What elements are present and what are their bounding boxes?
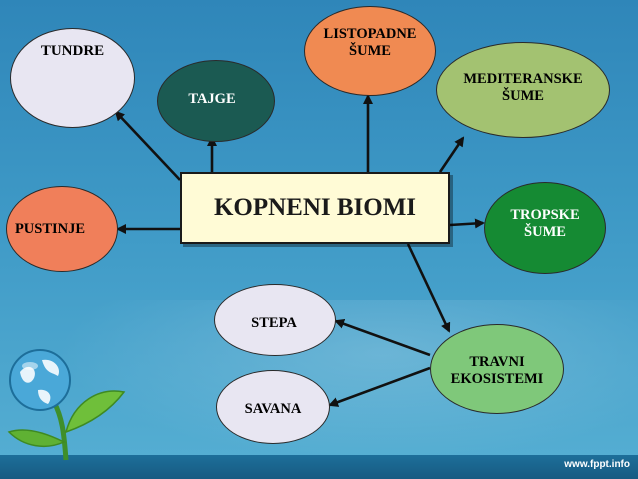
biome-node-tundre: TUNDRE bbox=[10, 28, 135, 128]
biome-node-stepa: STEPA bbox=[214, 284, 336, 356]
biome-label-tropske: TROPSKE ŠUME bbox=[510, 207, 580, 240]
central-topic-box: KOPNENI BIOMI bbox=[180, 172, 450, 244]
biome-node-mediteranske: MEDITERANSKE ŠUME bbox=[436, 42, 610, 138]
biome-label-stepa: STEPA bbox=[251, 314, 297, 331]
biome-label-mediteranske: MEDITERANSKE ŠUME bbox=[463, 71, 583, 104]
arrow-to-mediteranske bbox=[438, 136, 465, 173]
arrow-to-savana bbox=[328, 366, 431, 407]
biome-node-pustinje: PUSTINJE bbox=[6, 186, 118, 272]
footer-site-label: www.fppt.info bbox=[564, 459, 630, 470]
biome-label-tundre: TUNDRE bbox=[40, 43, 105, 60]
biome-node-tajge: TAJGE bbox=[157, 60, 275, 142]
biome-label-listopadne: LISTOPADNE ŠUME bbox=[323, 26, 417, 59]
arrow-to-tropske bbox=[449, 218, 485, 229]
arrow-to-stepa bbox=[334, 319, 431, 357]
central-topic-label: KOPNENI BIOMI bbox=[213, 194, 417, 221]
biome-label-travni: TRAVNI EKOSISTEMI bbox=[450, 354, 544, 387]
biome-node-listopadne: LISTOPADNE ŠUME bbox=[304, 6, 436, 96]
footer-bar bbox=[0, 455, 638, 479]
biome-node-savana: SAVANA bbox=[216, 370, 330, 444]
biome-node-tropske: TROPSKE ŠUME bbox=[484, 182, 606, 274]
arrow-to-tundre bbox=[114, 110, 181, 181]
arrow-to-travni bbox=[406, 243, 451, 333]
biome-label-savana: SAVANA bbox=[244, 400, 302, 417]
biome-label-pustinje: PUSTINJE bbox=[14, 220, 86, 237]
biome-node-travni: TRAVNI EKOSISTEMI bbox=[430, 324, 564, 414]
biome-label-tajge: TAJGE bbox=[188, 90, 236, 107]
globe-sprout-icon bbox=[7, 349, 126, 461]
